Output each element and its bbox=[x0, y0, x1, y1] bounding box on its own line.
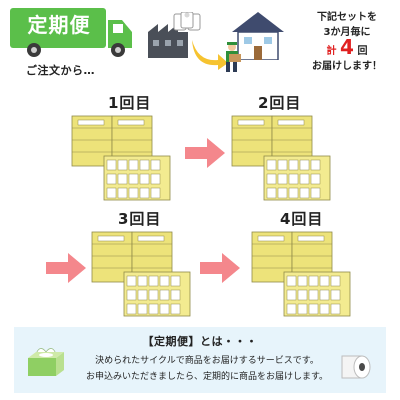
info-line-4: お届けします！ bbox=[312, 61, 382, 72]
shipment-1-label: 1回目 bbox=[108, 94, 152, 112]
house-icon bbox=[232, 12, 284, 60]
arrow-right-icon bbox=[185, 138, 225, 168]
product-set-3 bbox=[91, 231, 191, 317]
product-set-4 bbox=[251, 231, 351, 317]
info-total-number: 4 bbox=[340, 35, 354, 59]
service-description-line-2: お申込みいただきましたら、定期的に商品をお届けします。 bbox=[85, 372, 329, 382]
product-set-2 bbox=[231, 115, 331, 201]
shipment-2-label: 2回目 bbox=[258, 94, 302, 112]
shipment-4-label: 4回目 bbox=[280, 210, 324, 228]
toilet-roll-icon bbox=[341, 355, 371, 379]
tissue-box-icon bbox=[28, 348, 64, 376]
info-line-2: 3か月毎に bbox=[323, 27, 371, 38]
factory-icon bbox=[148, 12, 201, 58]
header-subtitle: ご注文から… bbox=[26, 64, 95, 77]
courier-icon bbox=[226, 42, 241, 72]
service-badge: 定期便 bbox=[27, 13, 91, 37]
info-line-1: 下記セットを bbox=[317, 12, 377, 23]
shipment-3-label: 3回目 bbox=[118, 210, 162, 228]
delivery-schedule-info: 下記セットを 3か月毎に 計 4 回 お届けします！ bbox=[302, 10, 392, 74]
info-total: 計 4 回 bbox=[302, 37, 392, 59]
service-description-title: 【定期便】とは・・・ bbox=[142, 335, 258, 348]
service-description-line-1: 決められたサイクルで商品をお届けするサービスです。 bbox=[95, 356, 319, 366]
arrow-right-icon bbox=[46, 253, 86, 283]
product-set-1 bbox=[71, 115, 171, 201]
delivery-flow-arrow bbox=[192, 40, 228, 70]
arrow-right-icon bbox=[200, 253, 240, 283]
truck-icon bbox=[10, 8, 132, 57]
info-total-suffix: 回 bbox=[357, 46, 368, 57]
info-total-prefix: 計 bbox=[326, 46, 337, 57]
service-description-box: 【定期便】とは・・・ 決められたサイクルで商品をお届けするサービスです。 お申込… bbox=[14, 327, 386, 393]
